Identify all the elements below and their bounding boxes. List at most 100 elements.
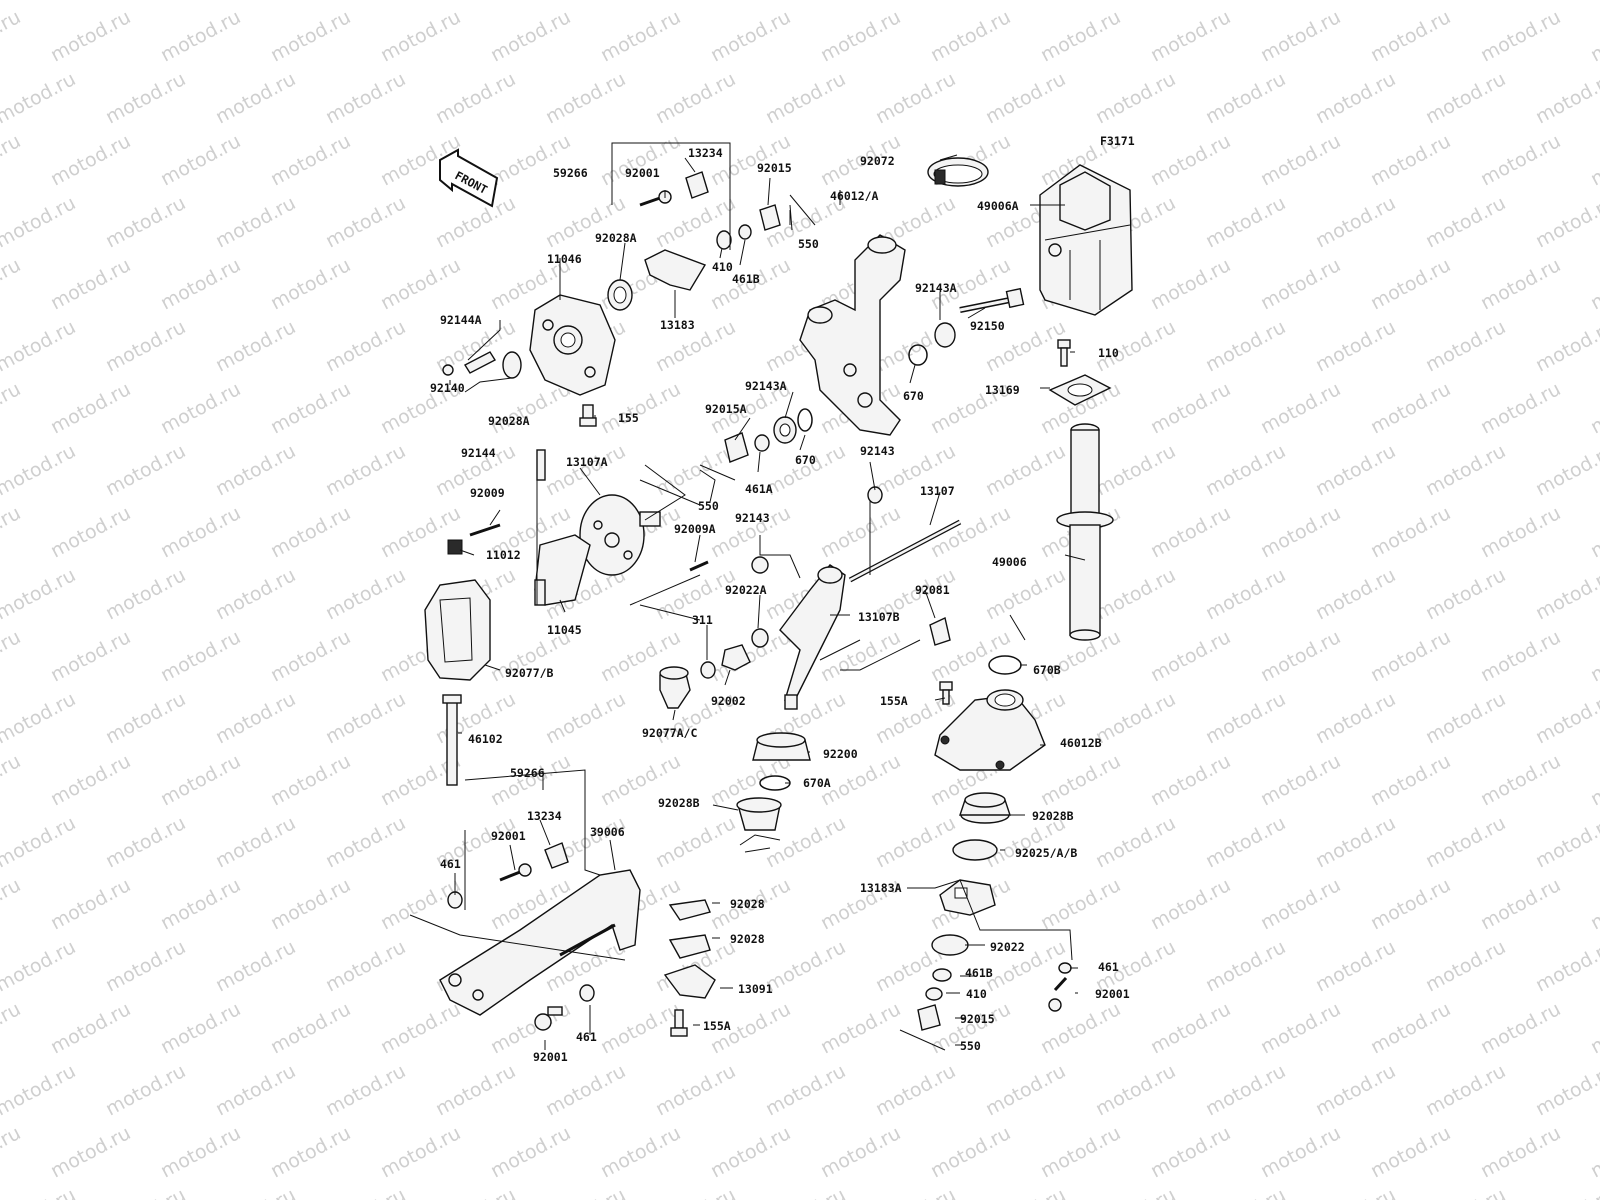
part-arm-39006 [439, 869, 641, 1016]
part-label-13107b: 13107B [858, 610, 900, 624]
part-pin-550-top [789, 194, 816, 226]
part-washer-92025 [952, 839, 998, 861]
part-label-92001_t: 92001 [625, 166, 660, 180]
part-shaft-13107 [848, 519, 962, 583]
part-clip-461-bottom [579, 984, 595, 1002]
part-label-92028b_r: 92028B [1032, 809, 1074, 823]
part-column-49006 [1056, 423, 1114, 641]
part-label-92077b: 92077/B [505, 666, 554, 680]
part-bushing-92200 [752, 732, 811, 761]
part-label-461_bb: 461 [576, 1030, 597, 1044]
part-pin-550-bottom [899, 1029, 946, 1051]
part-nut-311 [700, 661, 716, 679]
part-washer-92143-lower [751, 556, 769, 574]
part-screw-92009a [689, 560, 709, 572]
part-clamp-13091 [663, 964, 716, 999]
part-label-92025: 92025/A/B [1015, 846, 1077, 860]
part-label-13234_t: 13234 [688, 146, 723, 160]
part-label-92143_t: 92143 [860, 444, 895, 458]
part-label-13107: 13107 [920, 484, 955, 498]
part-plate-11045 [534, 534, 591, 606]
part-label-92015_b: 92015 [960, 1012, 995, 1026]
part-rod-46102 [442, 694, 462, 786]
part-bolt-155 [579, 404, 597, 427]
part-housing-11046 [529, 294, 616, 396]
part-label-92028a_b: 92028A [488, 414, 530, 428]
front-arrow-icon: FRONT [439, 148, 499, 208]
part-screw-92009 [469, 523, 501, 537]
part-label-92144: 92144 [461, 446, 496, 460]
part-label-92140: 92140 [430, 381, 465, 395]
part-nut-92015-bottom [917, 1004, 941, 1031]
part-label-11045: 11045 [547, 623, 582, 637]
part-bolt-110 [1057, 339, 1071, 367]
part-label-92081: 92081 [915, 583, 950, 597]
part-pin-550-middle [699, 464, 736, 481]
part-label-670_m: 670 [795, 453, 816, 467]
part-washer-92022a [751, 628, 769, 648]
part-label-410_t: 410 [712, 260, 733, 274]
figure-code: F3171 [1100, 134, 1135, 148]
part-bolt-92150 [959, 287, 1025, 313]
part-label-92143a_m: 92143A [745, 379, 787, 393]
part-collar-92143a-middle [773, 416, 797, 444]
part-label-92001_r: 92001 [1095, 987, 1130, 1001]
part-washer-92143-upper [867, 486, 883, 504]
part-label-46012b: 46012B [1060, 736, 1102, 750]
part-label-92072: 92072 [860, 154, 895, 168]
part-label-92015a: 92015A [705, 402, 747, 416]
part-label-92022a: 92022A [725, 583, 767, 597]
part-arm-13107b [779, 564, 846, 710]
part-ball-92140 [442, 364, 454, 376]
part-label-13234_b: 13234 [527, 809, 562, 823]
part-plate-13169 [1048, 374, 1112, 406]
part-clip-461b-bottom [932, 968, 952, 982]
part-label-110: 110 [1098, 346, 1119, 360]
part-label-92028_1: 92028 [730, 897, 765, 911]
part-label-92028_2: 92028 [730, 932, 765, 946]
part-screw-92001-bottom-left [534, 1006, 563, 1031]
part-band-92072 [927, 157, 989, 187]
part-label-39006: 39006 [590, 825, 625, 839]
part-label-92077ac: 92077A/C [642, 726, 697, 740]
part-label-59266_t: 59266 [553, 166, 588, 180]
part-label-92009: 92009 [470, 486, 505, 500]
part-washer-410-bottom [925, 987, 943, 1001]
part-label-11046: 11046 [547, 252, 582, 266]
part-label-461b_b: 461B [965, 966, 993, 980]
part-shell-92028-upper [668, 899, 711, 921]
part-label-13183a: 13183A [860, 881, 902, 895]
part-knob-92077ac [659, 666, 691, 709]
part-label-311: 311 [692, 613, 713, 627]
part-label-92022: 92022 [990, 940, 1025, 954]
part-label-92009a: 92009A [674, 522, 716, 536]
part-label-11012: 11012 [486, 548, 521, 562]
part-label-670a: 670A [803, 776, 831, 790]
part-lever-13183 [644, 249, 707, 291]
part-label-461a: 461A [745, 482, 773, 496]
part-label-670b: 670B [1033, 663, 1061, 677]
part-label-155: 155 [618, 411, 639, 425]
part-disc-13107a [579, 494, 661, 576]
part-label-670_t: 670 [903, 389, 924, 403]
part-washer-410-top [716, 230, 732, 250]
part-label-13091: 13091 [738, 982, 773, 996]
part-washer-92022 [931, 934, 969, 956]
part-label-13169: 13169 [985, 383, 1020, 397]
part-label-550_m: 550 [698, 499, 719, 513]
part-spring-92144a [464, 351, 496, 374]
part-label-92150: 92150 [970, 319, 1005, 333]
part-spring-92144 [536, 449, 546, 481]
part-oring-670-upper [908, 344, 928, 366]
part-label-461_r: 461 [1098, 960, 1119, 974]
part-clip-461a [754, 434, 770, 452]
part-label-461b_t: 461B [732, 272, 760, 286]
part-bolt-155a-right [939, 681, 953, 705]
part-pin-13234-top [685, 171, 709, 199]
part-bushing-92028b-right [959, 792, 1011, 824]
part-clip-461-right [1058, 962, 1072, 974]
part-label-92015_t: 92015 [757, 161, 792, 175]
part-label-550_t: 550 [798, 237, 819, 251]
